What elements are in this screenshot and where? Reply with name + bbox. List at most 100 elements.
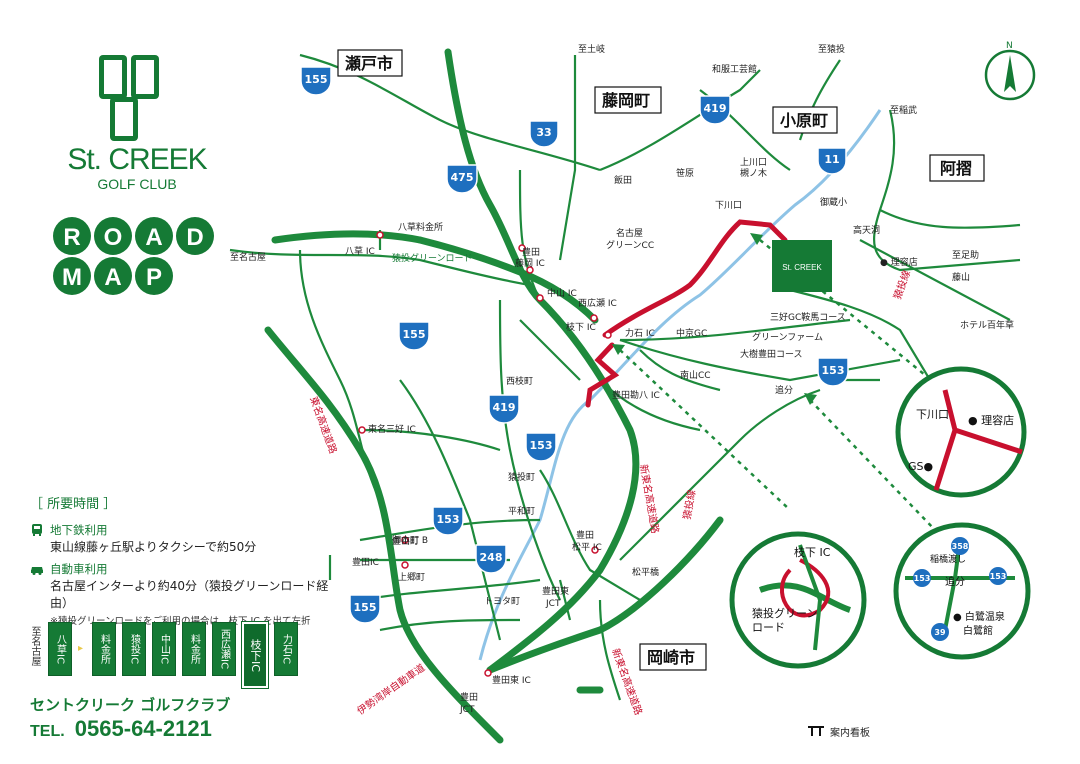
sign-icon (808, 725, 824, 738)
ic-strip-toll1: 料金所 (92, 622, 116, 676)
shield-419-top: 419 (699, 95, 731, 125)
label-kamigomachi: 上郷町 (398, 572, 425, 583)
label-shigatsu: 至猿投 (818, 43, 845, 55)
car-note: ※猿投グリーンロードをご利用の場合は、枝下 IC を出て左折 (50, 616, 311, 627)
svg-text:153: 153 (822, 364, 845, 377)
road-map-badge: R O A D M A P (53, 217, 214, 295)
label-wafuku: 和服工芸館 (712, 63, 757, 75)
nagoya-toyota-label: 猿投線 (680, 489, 698, 521)
guide-lines (619, 239, 936, 531)
isewan-label: 伊勢湾岸自動車道 (354, 661, 427, 718)
inset1-label: 下川口 (916, 408, 949, 421)
label-tomei-miyoshi: 東名三好 IC (368, 423, 416, 435)
shield-155-bot: 155 (349, 594, 381, 624)
label-oiwake: 追分 (775, 384, 793, 396)
compass-n: N (1006, 41, 1013, 51)
ic-strip-hakkaku: 八草IC (48, 622, 72, 676)
label-toyota-higashi-ic: 豊田東 IC (492, 674, 531, 686)
ic-strip: 至名古屋 八草IC ▸ 料金所 猿投IC 中山IC 料金所 西広瀬IC 枝下IC… (29, 621, 298, 689)
inset2-ic: 枝下 IC (794, 545, 831, 559)
svg-text:358: 358 (952, 542, 969, 551)
label-toyota-kanban: 豊田勘八 IC (612, 389, 660, 401)
ic-strip-edashita: 枝下IC (241, 621, 269, 689)
shield-153-left: 153 (432, 506, 464, 536)
svg-text:419: 419 (704, 102, 727, 115)
green-road-red-label: 猿投線 (891, 268, 913, 301)
badge-a: A (145, 224, 162, 251)
shield-248: 248 (475, 544, 507, 574)
label-toyotamachi: トヨタ町 (484, 596, 520, 607)
badge-d: D (186, 224, 203, 251)
tel-number: 0565-64-2121 (74, 716, 212, 741)
shield-155-mid: 155 (398, 321, 430, 351)
label-minamiyama-cc: 南山CC (680, 369, 711, 381)
legend-sign-label: 案内看板 (830, 728, 870, 739)
label-sanagemachi: 猿投町 (508, 471, 535, 483)
car-text: 名古屋インターより約40分（猿投グリーンロード経由） (50, 579, 329, 610)
svg-text:153: 153 (914, 574, 931, 583)
badge-p: P (146, 264, 162, 291)
label-sanpei-gc: 三好GC鞍馬コース (770, 311, 846, 323)
ic-strip-start: 至名古屋 (29, 626, 40, 666)
inset3-spa-2: 白鷺館 (963, 624, 993, 637)
shield-155-top: 155 (300, 66, 332, 96)
route-shields: 155 33 475 419 11 155 419 153 153 153 24… (300, 66, 849, 624)
label-sasahara: 笹原 (676, 167, 694, 179)
label-toyota-ic: 豊山町 (392, 535, 419, 547)
svg-text:153: 153 (990, 572, 1007, 581)
label-toyota-fujioka: 豊田 (522, 246, 540, 258)
label-toyotanishi: 豊田IC (352, 556, 379, 568)
shield-153-right: 153 (817, 357, 849, 387)
city-boxes: 瀬戸市 藤岡町 小原町 阿摺 岡崎市 (337, 49, 985, 671)
svg-text:155: 155 (354, 601, 377, 614)
car-icon (30, 562, 44, 576)
city-okazaki: 岡崎市 (647, 648, 695, 667)
label-rikiishi-ic: 力石 IC (625, 327, 655, 339)
label-toyota-jct-1: 豊田 (460, 691, 478, 703)
tel-prefix: TEL. (30, 723, 65, 740)
place-labels: 至土岐 和服工芸館 至猿投 至稲武 上川口 槻ノ木 下川口 御蔵小 高天洞 ● … (230, 43, 1014, 715)
svg-text:33: 33 (536, 126, 551, 139)
ic-dots (358, 231, 612, 677)
inset-edashita: 枝下 IC 猿投グリーン ロード (729, 531, 867, 669)
label-nishihiro-ic: 西広瀬 IC (578, 297, 617, 309)
badge-a2: A (104, 264, 121, 291)
north-compass: N (984, 41, 1036, 101)
label-nakayama-ic: 中山 IC (547, 287, 577, 299)
car-label: 自動車利用 (50, 562, 108, 576)
label-yakusuji: 至足助 (952, 249, 979, 261)
label-toyota-jct-2: JCT (459, 705, 475, 715)
label-nagoya-cc-1: 名古屋 (616, 227, 643, 239)
route-line (585, 219, 788, 408)
major-roads (264, 48, 724, 744)
subway-text: 東山線藤ヶ丘駅よりタクシーで約50分 (50, 540, 257, 554)
badge-r: R (63, 224, 80, 251)
shield-419-mid: 419 (488, 394, 520, 424)
subway-label: 地下鉄利用 (50, 523, 108, 537)
ic-strip-sanage: 猿投IC (122, 622, 146, 676)
label-shidaragi: 至土岐 (578, 43, 605, 55)
label-green-farm: グリーンファーム (752, 331, 823, 343)
travel-car: 自動車利用 (30, 561, 330, 577)
label-shiinabu: 至稲武 (890, 104, 917, 116)
svg-text:153: 153 (437, 513, 460, 526)
label-kamikawaguchi: 上川口 (740, 157, 767, 168)
svg-text:153: 153 (530, 439, 553, 452)
ic-strip-rikiishi: 力石IC (274, 622, 298, 676)
svg-text:39: 39 (934, 628, 946, 637)
club-logo-mark (99, 55, 159, 141)
label-shimokawaguchi: 下川口 (715, 201, 742, 211)
label-toyota-fujioka-2: 藤岡 IC (515, 257, 545, 269)
label-toyota-higashi-1: 豊田 (576, 529, 594, 541)
label-riyoten: ● 理容店 (880, 256, 918, 268)
travel-subway: 地下鉄利用 (30, 522, 330, 538)
travel-time-header: ［ 所要時間 ］ (30, 497, 117, 512)
svg-text:248: 248 (480, 551, 503, 564)
ic-strip-arrow: ▸ (78, 642, 84, 654)
city-asuke: 阿摺 (940, 159, 972, 178)
inset1-gs: GS● (908, 460, 933, 473)
shin-tomei-label: 新東名高速道路 (637, 463, 662, 534)
label-shinagoya: 至名古屋 (230, 251, 266, 263)
ic-strip-nishihiro: 西広瀬IC (212, 622, 236, 676)
